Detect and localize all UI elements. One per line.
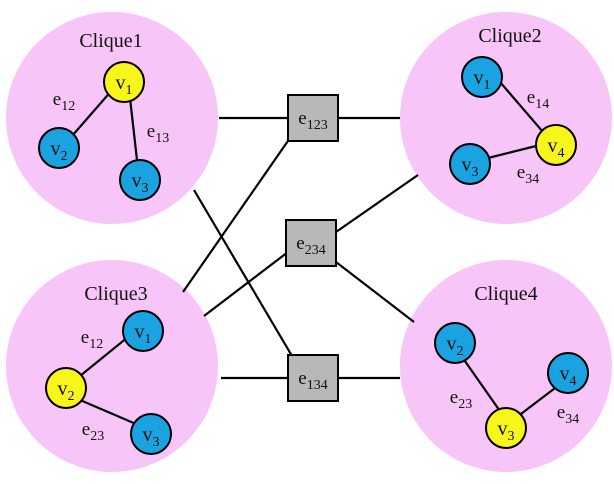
clique2-edge-label-e34: e34 <box>517 162 539 187</box>
clique3-edge-v2-v3 <box>79 398 137 426</box>
clique2-edge-v3-v4 <box>487 144 537 160</box>
svg-text:v4: v4 <box>560 363 577 389</box>
hyperedge-e134: e134 <box>287 354 339 402</box>
clique4-vertex-v4: v4 <box>547 352 589 394</box>
svg-text:e234: e234 <box>296 233 325 258</box>
link-e234-clique4 <box>335 261 415 323</box>
clique2-vertex-v3: v3 <box>449 143 491 185</box>
clique4-title: Clique4 <box>474 283 537 305</box>
link-e234-clique3 <box>203 251 289 317</box>
svg-text:v1: v1 <box>116 72 133 98</box>
clique2-edge-v1-v4 <box>499 81 544 133</box>
clique4-vertex-v3: v3 <box>485 407 527 449</box>
svg-text:v3: v3 <box>132 170 149 196</box>
clique1-region <box>6 12 218 224</box>
hyperedge-e234: e234 <box>285 219 337 267</box>
svg-text:v2: v2 <box>58 378 75 404</box>
hyperedge-e123: e123 <box>287 94 339 142</box>
clique1-vertex-v3: v3 <box>119 159 161 201</box>
link-e123-clique3 <box>182 137 291 293</box>
clique1-edge-label-e13: e13 <box>147 121 169 146</box>
svg-text:v3: v3 <box>462 154 479 180</box>
clique2-vertex-v4: v4 <box>535 124 577 166</box>
clique1-vertex-v1: v1 <box>103 61 145 103</box>
svg-text:v2: v2 <box>51 138 68 164</box>
clique4-vertex-v2: v2 <box>434 322 476 364</box>
svg-text:e123: e123 <box>298 108 327 133</box>
clique1-edge-v1-v2 <box>71 88 114 137</box>
svg-text:v3: v3 <box>498 418 515 444</box>
svg-text:v1: v1 <box>474 67 491 93</box>
clique3-vertex-v3: v3 <box>130 413 172 455</box>
clique1-edge-label-e12: e12 <box>53 89 75 114</box>
svg-text:v3: v3 <box>143 424 160 450</box>
clique3-vertex-v1: v1 <box>122 310 164 352</box>
clique3-edge-label-e12: e12 <box>81 327 103 352</box>
clique4-edge-v2-v3 <box>459 353 503 415</box>
clique1-title: Clique1 <box>79 30 142 52</box>
clique1-edge-v1-v3 <box>128 97 139 161</box>
clique4-region <box>400 260 612 472</box>
clique3-edge-label-e23: e23 <box>82 419 104 444</box>
clique3-edge-v1-v2 <box>79 336 129 377</box>
clique3-vertex-v2: v2 <box>45 367 87 409</box>
svg-text:v4: v4 <box>548 135 565 161</box>
clique2-vertex-v1: v1 <box>461 56 503 98</box>
svg-text:v1: v1 <box>135 321 152 347</box>
clique1-vertex-v2: v2 <box>38 127 80 169</box>
clique2-edge-label-e14: e14 <box>527 87 549 112</box>
link-e234-clique2 <box>335 174 419 233</box>
svg-text:e134: e134 <box>298 368 327 393</box>
clique2-title: Clique2 <box>478 25 541 47</box>
svg-text:v2: v2 <box>447 333 464 359</box>
link-clique1-e134 <box>193 189 293 357</box>
clique3-title: Clique3 <box>84 283 147 305</box>
clique4-edge-label-e34: e34 <box>557 402 579 427</box>
clique4-edge-label-e23: e23 <box>450 387 472 412</box>
